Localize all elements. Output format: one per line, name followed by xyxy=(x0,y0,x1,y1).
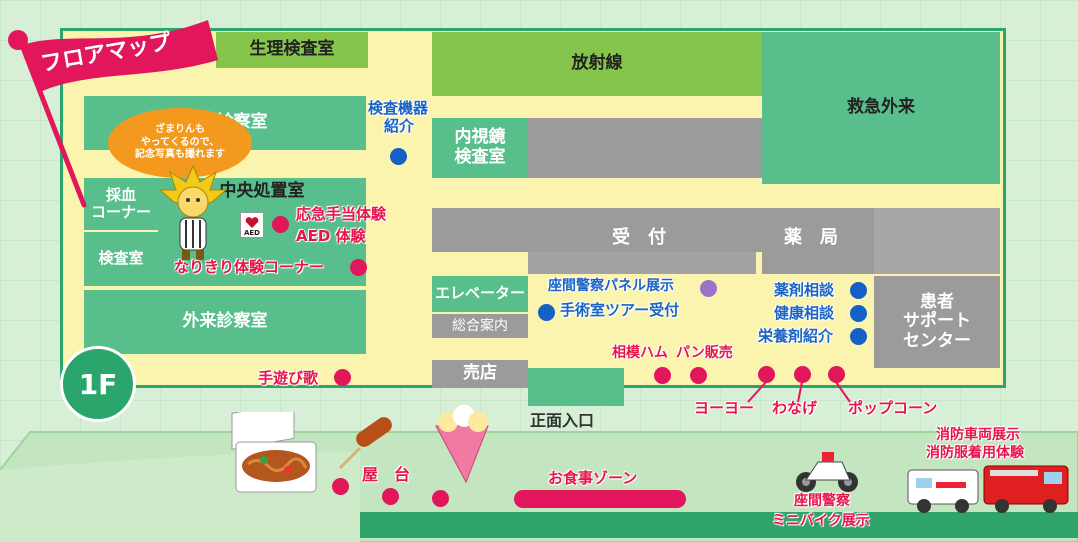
first-aid-label: 応急手当体験 xyxy=(296,205,387,223)
surgery-tour-label: 手術室ツアー受付 xyxy=(560,301,680,319)
ham-dot xyxy=(654,367,671,384)
room-label: 採血 xyxy=(105,185,136,204)
bread-label: パン販売 xyxy=(676,345,733,361)
bubble-text: ざまりんも xyxy=(155,124,205,136)
lab-equipment-label-1: 検査機器 xyxy=(368,99,429,117)
floor-badge: 1F xyxy=(60,346,136,422)
yoyo-label: ヨーヨー xyxy=(694,399,755,417)
health-consult-label: 健康相談 xyxy=(774,304,835,322)
food-zone-label: お食事ゾーン xyxy=(548,469,638,487)
health-consult-dot xyxy=(850,305,867,322)
hand-games-dot xyxy=(334,369,351,386)
pharmacy-label: 薬 局 xyxy=(784,227,838,248)
floor-label: 1F xyxy=(78,367,118,401)
bubble-text: やってくるので、 xyxy=(140,136,220,148)
yakisoba-icon xyxy=(231,412,317,493)
drug-consult-label: 薬剤相談 xyxy=(774,281,835,299)
popcorn-label: ポップコーン xyxy=(848,399,938,417)
info-desk-room: 総合案内 xyxy=(432,314,528,338)
outpatient-bottom-room: 外来診察室 xyxy=(84,290,366,354)
reception-lower-block xyxy=(528,252,756,274)
room-label: サポート xyxy=(903,311,971,332)
room-label: 生理検査室 xyxy=(249,39,335,60)
room-label: センター xyxy=(903,330,971,351)
corndog-icon xyxy=(338,417,392,470)
room-label: 放射線 xyxy=(571,53,623,74)
aed-experience-label: AED 体験 xyxy=(296,227,366,245)
yoyo-dot xyxy=(758,366,775,383)
entrance-label: 正面入口 xyxy=(530,411,595,430)
first-aid-dot xyxy=(272,216,289,233)
role-play-label: なりきり体験コーナー xyxy=(174,258,325,276)
police-panel-label: 座間警察パネル展示 xyxy=(548,278,674,294)
entrance-block xyxy=(528,368,624,406)
game-leader-lines xyxy=(747,381,851,403)
green-walkway xyxy=(360,512,1078,538)
pharmacy-lower-block xyxy=(762,252,874,274)
ring-toss-dot xyxy=(794,366,811,383)
shop-room: 売店 xyxy=(432,360,528,388)
right-gray-block xyxy=(874,208,1000,274)
room-label: 内視鏡 xyxy=(454,127,506,148)
room-label: 売店 xyxy=(463,363,497,384)
crepe-icon xyxy=(435,405,489,484)
ham-label: 相模ハム xyxy=(612,345,668,361)
police-bike-label-2: ミニバイク展示 xyxy=(772,513,870,529)
fire-truck-label-1: 消防車両展示 xyxy=(936,427,1020,443)
room-label: エレベーター xyxy=(434,284,525,303)
ring-toss-label: わなげ xyxy=(772,399,818,417)
blood-draw-room: 採血 コーナー xyxy=(84,178,158,230)
bubble-text: 記念写真も撮れます xyxy=(135,149,225,161)
emergency-room: 救急外来 xyxy=(762,32,1000,184)
patient-support-room: 患者 サポート センター xyxy=(874,276,1000,368)
endoscopy-room: 内視鏡 検査室 xyxy=(432,118,528,178)
room-label: 総合案内 xyxy=(452,317,508,334)
fire-truck-label-2: 消防服着用体験 xyxy=(926,445,1024,461)
stall-dot-1 xyxy=(332,478,349,495)
room-label: 外来診察室 xyxy=(182,311,268,332)
room-label: 検査室 xyxy=(98,249,144,268)
popcorn-dot xyxy=(828,366,845,383)
food-zone-bar xyxy=(514,490,686,508)
reception-label: 受 付 xyxy=(612,227,666,248)
bread-dot xyxy=(690,367,707,384)
room-label: 検査室 xyxy=(454,147,506,167)
room-label: 中央処置室 xyxy=(219,181,305,201)
reception-pharmacy-block xyxy=(432,208,874,252)
stalls-label: 屋 台 xyxy=(362,465,411,484)
stall-dot-3 xyxy=(432,490,449,507)
drug-consult-dot xyxy=(850,282,867,299)
radiology-room: 放射線 xyxy=(432,32,762,96)
nutrition-dot xyxy=(850,328,867,345)
gray-room-upper xyxy=(528,118,762,178)
lab-room: 検査室 xyxy=(84,232,158,286)
room-label: コーナー xyxy=(90,203,151,221)
police-bike-label-1: 座間警察 xyxy=(794,493,850,509)
elevator-room: エレベーター xyxy=(432,276,528,312)
role-play-dot xyxy=(350,259,367,276)
speech-bubble: ざまりんも やってくるので、 記念写真も撮れます xyxy=(108,108,252,178)
aed-sign-icon: AED xyxy=(240,212,264,238)
lab-equipment-dot xyxy=(390,148,407,165)
room-label: 救急外来 xyxy=(847,97,915,118)
lab-equipment-label-2: 紹介 xyxy=(384,117,415,135)
surgery-tour-dot xyxy=(538,304,555,321)
aed-sign-label: AED xyxy=(243,229,260,237)
stall-dot-2 xyxy=(382,488,399,505)
mascot-icon xyxy=(158,164,228,260)
physiology-lab-room: 生理検査室 xyxy=(216,32,368,68)
flag-graphic xyxy=(8,20,218,208)
police-panel-dot xyxy=(700,280,717,297)
police-motorcycle-icon xyxy=(796,452,858,492)
room-label: 患者 xyxy=(920,291,954,312)
hand-games-label: 手遊び歌 xyxy=(258,369,319,387)
fire-truck-icon xyxy=(907,465,1069,513)
nutrition-label: 栄養剤紹介 xyxy=(758,327,834,345)
